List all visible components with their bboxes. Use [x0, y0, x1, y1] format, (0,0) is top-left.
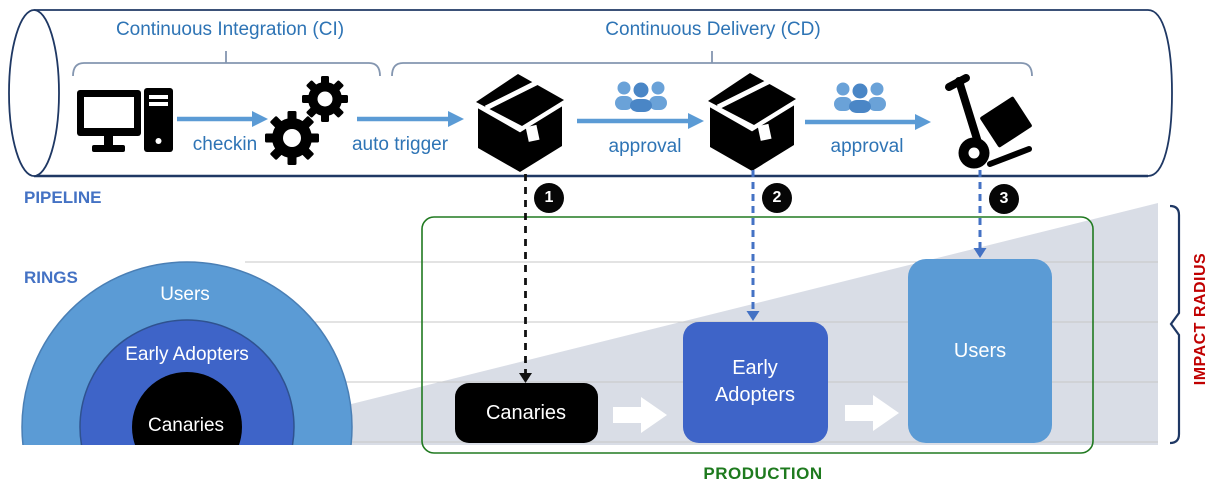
impact-radius-label: IMPACT RADIUS: [1192, 252, 1209, 386]
ring-early-adopters-label: Early Adopters: [125, 344, 249, 365]
drop-arrow-canaries: [519, 174, 532, 383]
stage-badge-2: 2: [762, 183, 792, 213]
auto-trigger-label: auto trigger: [351, 134, 449, 155]
desktop-computer-icon: [77, 88, 173, 152]
production-box: [421, 216, 1094, 454]
users-box: [908, 259, 1052, 443]
ring-canaries-label: Canaries: [147, 415, 225, 436]
rings-label: RINGS: [24, 268, 78, 287]
prod-users-label: Users: [953, 340, 1007, 362]
deployment-rings: [21, 261, 353, 445]
stage-arrow-1: [613, 397, 667, 433]
drop-arrow-early-adopters: [746, 170, 760, 321]
pipeline-arrowheads: [252, 111, 931, 130]
pipeline-cylinder: [8, 9, 1173, 178]
ring-canaries: [132, 372, 242, 445]
production-label: PRODUCTION: [703, 464, 823, 483]
cd-bracket: [391, 51, 1033, 77]
stage-badge-3: 3: [989, 184, 1019, 214]
pipeline-label: PIPELINE: [24, 188, 102, 207]
people-group-icon-1: [615, 81, 667, 112]
ci-cd-brackets: [72, 51, 1033, 77]
cd-header: Continuous Delivery (CD): [605, 19, 821, 40]
checkin-label: checkin: [192, 134, 258, 155]
prod-canaries-label: Canaries: [485, 402, 567, 424]
stage-arrow-2: [845, 395, 899, 431]
drop-arrow-users: [973, 170, 987, 258]
canaries-box: [455, 383, 598, 443]
approval-label-2: approval: [830, 136, 904, 157]
early-adopters-box: [683, 322, 828, 443]
people-group-icon-2: [834, 82, 886, 113]
ci-header: Continuous Integration (CI): [115, 19, 345, 40]
pipeline-arrows: [177, 116, 915, 125]
gears-icon: [265, 76, 348, 165]
package-box-icon-1: [476, 74, 564, 172]
package-box-icon-2: [708, 73, 796, 171]
hand-truck-icon: [945, 74, 1032, 169]
stage-badge-1: 1: [534, 183, 564, 213]
ci-bracket: [72, 51, 381, 77]
impact-radius-brace: [1169, 204, 1181, 445]
approval-label-1: approval: [608, 136, 682, 157]
prod-early-adopters-label: Early Adopters: [714, 357, 796, 406]
ring-users-label: Users: [160, 284, 210, 305]
